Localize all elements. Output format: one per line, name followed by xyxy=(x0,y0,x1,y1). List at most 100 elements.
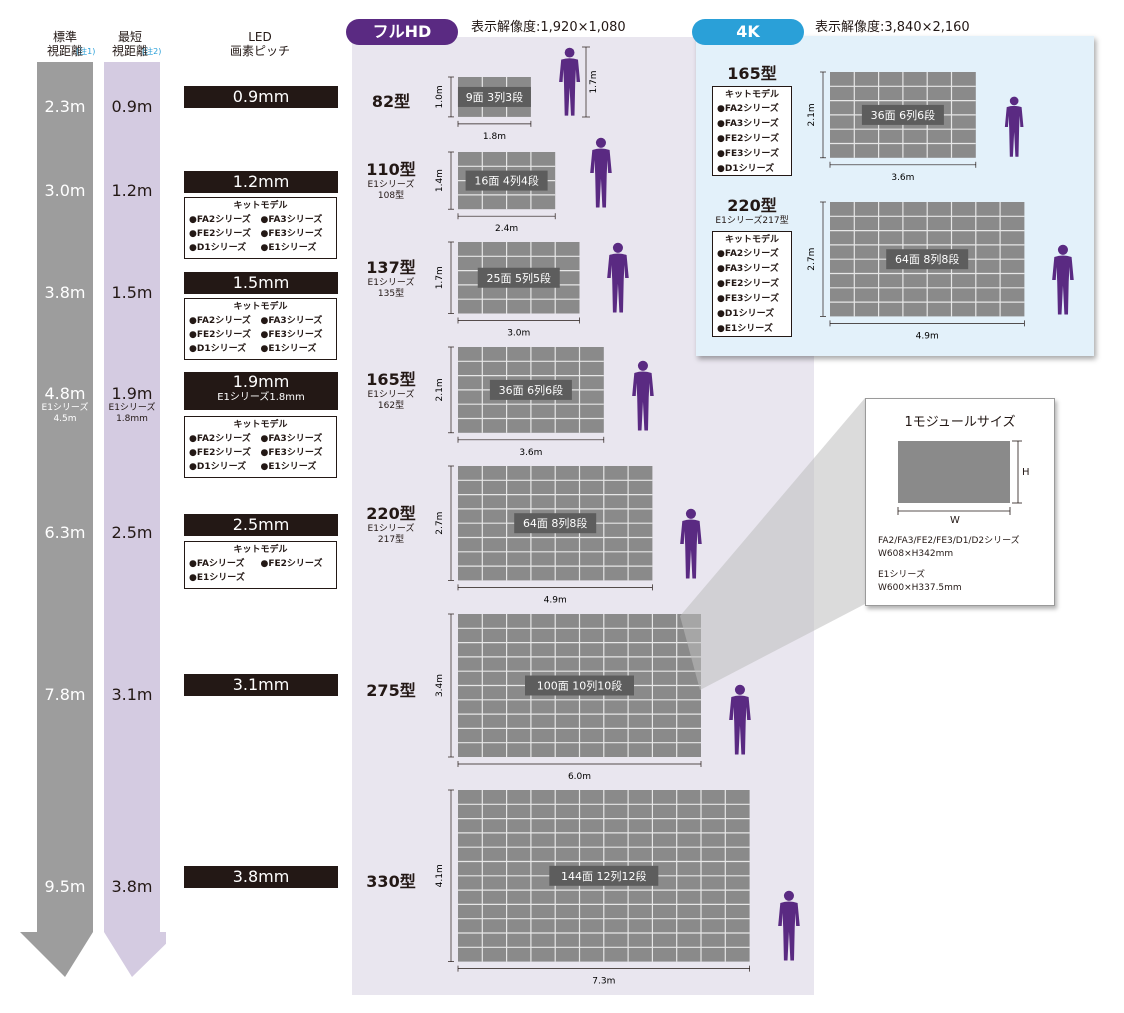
kit-model-list: ●FA2シリーズ●FA3シリーズ●FE2シリーズ●FE3シリーズ●D1シリーズ●… xyxy=(189,314,332,356)
height-dimension-label: 1.0m xyxy=(435,85,445,108)
kit-model-title: キットモデル xyxy=(233,420,288,430)
fullhd-badge: フルHD xyxy=(346,19,458,45)
standard-distance-arrow xyxy=(20,62,93,977)
module-size-panel: 1モジュールサイズ H W FA2/FA3/FE2/FE3/D1/D2シリーズ … xyxy=(865,398,1055,606)
height-dimension-label: 1.4m xyxy=(435,169,445,192)
screen-model-name: 275型 xyxy=(366,681,416,700)
kit-model-item: ●FE2シリーズ xyxy=(189,448,251,458)
module-h-label: H xyxy=(1022,467,1030,478)
screen-model-sub: E1シリーズ 108型 xyxy=(367,180,415,201)
kit-model-list: ●FA2シリーズ●FA3シリーズ●FE2シリーズ●FE3シリーズ●D1シリーズ xyxy=(717,102,787,177)
kit-model-item: ●E1シリーズ xyxy=(189,573,245,583)
module-spec2-size: W600×H337.5mm xyxy=(878,583,962,593)
kit-model-list: ●FAシリーズ ●FE2シリーズ ●E1シリーズ xyxy=(189,557,332,585)
panel-grid xyxy=(830,72,976,158)
module-spec-2: E1シリーズ W600×H337.5mm xyxy=(878,569,962,595)
kit-model-item: ●FE2シリーズ xyxy=(189,330,251,340)
person-silhouette xyxy=(778,890,800,961)
kit-model-item: ●FE2シリーズ xyxy=(717,279,779,289)
panel-count-label: 64面 8列8段 xyxy=(895,252,960,266)
pixel-pitch-badge: 3.8mm xyxy=(184,866,338,888)
kit-model-item: ●E1シリーズ xyxy=(717,324,773,334)
shortest-distance-value: 1.5m xyxy=(111,283,153,302)
4k-model-name: 165型 xyxy=(727,64,777,83)
4k-badge: 4K xyxy=(692,19,804,45)
kit-model-item: ●D1シリーズ xyxy=(189,243,247,253)
width-dimension-label: 1.8m xyxy=(483,132,506,142)
standard-distance-value: 3.0m xyxy=(44,181,86,200)
screen-model-name: 330型 xyxy=(366,872,416,891)
kit-model-box: キットモデル●FA2シリーズ●FA3シリーズ●FE2シリーズ●FE3シリーズ●D… xyxy=(184,298,337,360)
standard-distance-header: 標準 視距離 (注1) xyxy=(46,30,96,58)
width-dimension-label: 7.3m xyxy=(592,977,615,987)
kit-model-item: ●FE3シリーズ xyxy=(260,448,323,458)
kit-model-title: キットモデル xyxy=(724,90,779,100)
person-silhouette xyxy=(590,137,612,208)
width-dimension-label: 6.0m xyxy=(568,772,591,782)
kit-model-item: ●FA2シリーズ xyxy=(717,104,779,114)
4k-resolution: 表示解像度:3,840×2,160 xyxy=(815,20,970,35)
person-silhouette xyxy=(1004,96,1024,157)
kit-model-item: ●FA3シリーズ xyxy=(717,264,779,274)
height-dimension-label: 3.4m xyxy=(435,674,445,697)
4k-kit-model-box: キットモデル●FA2シリーズ●FA3シリーズ●FE2シリーズ●FE3シリーズ●D… xyxy=(712,86,792,176)
kit-model-item: ●FA2シリーズ xyxy=(189,215,251,225)
shortest-distance-arrow xyxy=(104,62,166,977)
kit-model-item: ●FA3シリーズ xyxy=(260,434,323,444)
standard-distance-sub: E1シリーズ 4.5m xyxy=(41,403,89,424)
person-height-label: 1.7m xyxy=(589,70,599,93)
pixel-pitch-badge: 0.9mm xyxy=(184,86,338,108)
kit-model-item: ●FA3シリーズ xyxy=(717,119,779,129)
standard-distance-value: 3.8m xyxy=(44,283,86,302)
pixel-pitch-badge: 2.5mm xyxy=(184,514,338,536)
distance-arrows xyxy=(20,62,166,977)
kit-model-item: ●FE2シリーズ xyxy=(189,229,251,239)
kit-model-item: ●FE2シリーズ xyxy=(717,134,779,144)
panel-count-label: 36面 6列6段 xyxy=(499,383,564,397)
module-w-label: W xyxy=(950,515,960,526)
kit-model-item: ●FE3シリーズ xyxy=(717,149,779,159)
panel-count-label: 36面 6列6段 xyxy=(871,108,936,122)
kit-model-item: ●FE2シリーズ xyxy=(260,559,323,569)
kit-model-list: ●FA2シリーズ●FA3シリーズ●FE2シリーズ●FE3シリーズ●D1シリーズ●… xyxy=(189,432,332,474)
kit-model-item: ●FAシリーズ xyxy=(189,559,245,569)
kit-model-title: キットモデル xyxy=(233,201,288,211)
kit-model-title: キットモデル xyxy=(724,235,779,245)
screen-model-name: 82型 xyxy=(371,92,411,111)
4k-kit-model-box: キットモデル●FA2シリーズ●FA3シリーズ●FE2シリーズ●FE3シリーズ●D… xyxy=(712,231,792,337)
width-dimension-label: 3.6m xyxy=(891,173,914,183)
kit-model-item: ●FA2シリーズ xyxy=(717,249,779,259)
kit-model-item: ●FE3シリーズ xyxy=(260,229,323,239)
shortest-distance-value: 2.5m xyxy=(111,523,153,542)
kit-model-list: ●FA2シリーズ●FA3シリーズ●FE2シリーズ●FE3シリーズ●D1シリーズ●… xyxy=(189,213,332,255)
panel-count-label: 144面 12列12段 xyxy=(561,869,647,883)
width-dimension-label: 3.6m xyxy=(519,448,542,458)
kit-model-item: ●E1シリーズ xyxy=(260,243,317,253)
width-dimension-label: 2.4m xyxy=(495,224,518,234)
shortest-distance-sub: E1シリーズ 1.8mm xyxy=(108,403,156,424)
kit-model-title: キットモデル xyxy=(233,545,288,555)
panel-count-label: 64面 8列8段 xyxy=(523,516,588,530)
pixel-pitch-badge: 3.1mm xyxy=(184,674,338,696)
width-dimension-label: 3.0m xyxy=(507,329,530,339)
kit-model-title: キットモデル xyxy=(233,302,288,312)
fullhd-resolution: 表示解像度:1,920×1,080 xyxy=(471,20,626,35)
screen-model-sub: E1シリーズ 162型 xyxy=(367,390,415,411)
module-spec1-series: FA2/FA3/FE2/FE3/D1/D2シリーズ xyxy=(878,536,1020,546)
pixel-pitch-badge: 1.5mm xyxy=(184,272,338,294)
standard-note: (注1) xyxy=(76,47,96,56)
kit-model-item: ●FE3シリーズ xyxy=(260,330,323,340)
height-dimension-label: 2.7m xyxy=(807,248,817,271)
